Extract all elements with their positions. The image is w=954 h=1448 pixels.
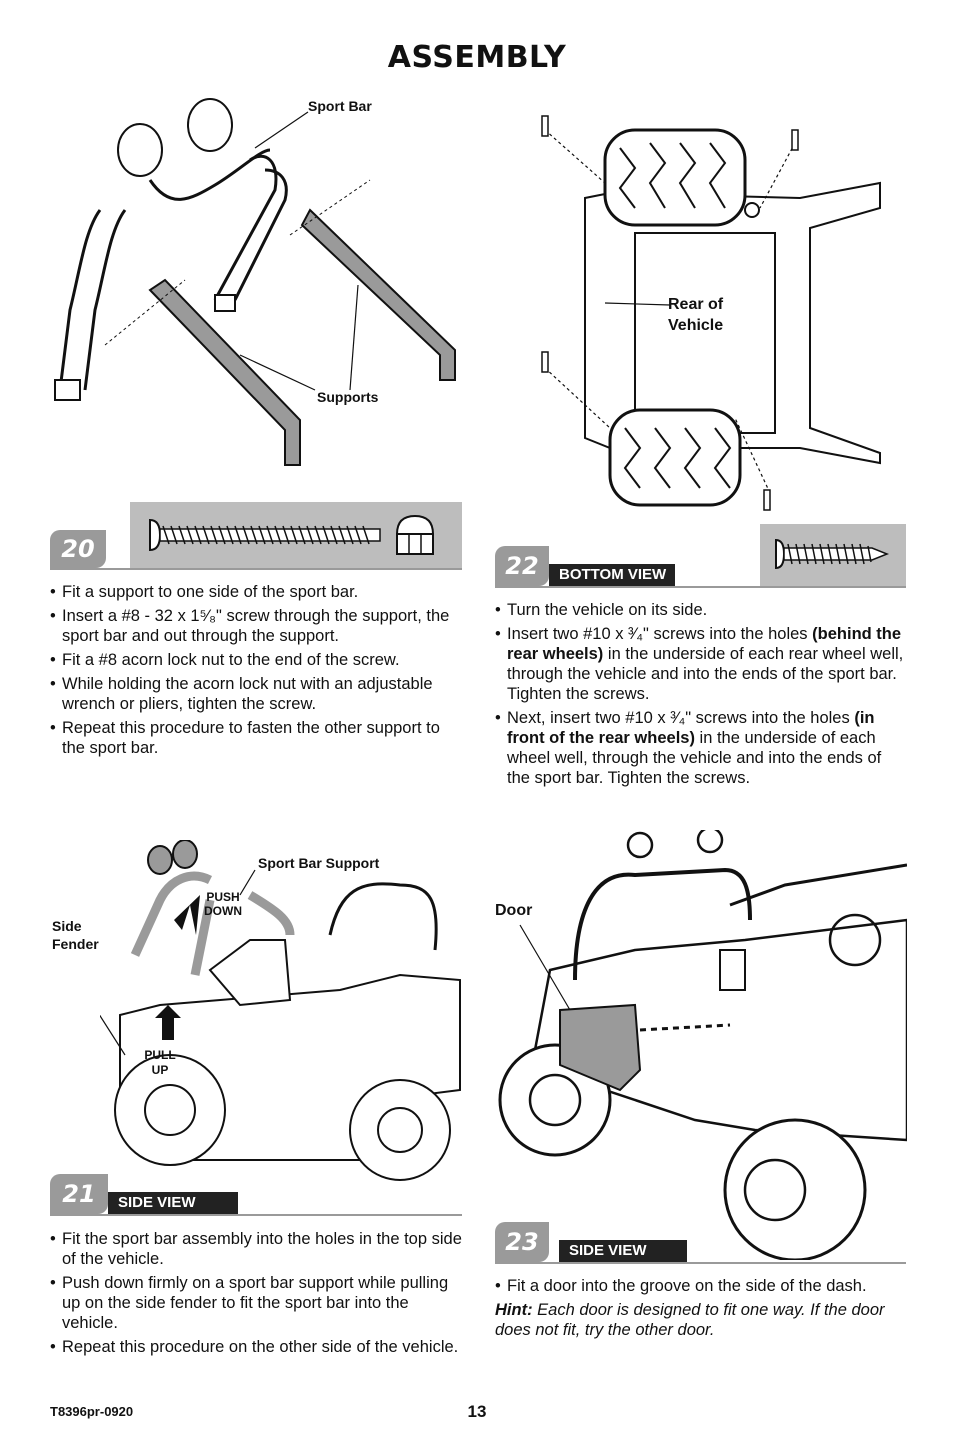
- step20-instructions: Fit a support to one side of the sport b…: [50, 582, 462, 762]
- fender-text: Fender: [52, 936, 99, 952]
- hint-text: Hint: Each door is designed to fit one w…: [495, 1300, 906, 1340]
- side-view-tag: SIDE VIEW: [108, 1192, 238, 1214]
- side-view-fit-illustration: [100, 840, 461, 1181]
- step21-instructions: Fit the sport bar assembly into the hole…: [50, 1229, 462, 1361]
- step-divider: [495, 586, 906, 588]
- screw-icon: [775, 538, 890, 570]
- step-number-20: 20: [50, 530, 106, 568]
- hint-label: Hint:: [495, 1301, 533, 1319]
- up-text: UP: [151, 1063, 169, 1077]
- list-item: Next, insert two #10 x ³⁄₄" screws into …: [495, 708, 906, 788]
- list-item: Insert a #8 - 32 x 1⁵⁄₈" screw through t…: [50, 606, 462, 646]
- supports-label: Supports: [317, 389, 379, 405]
- bullet-bold: (in front of the rear wheels): [507, 709, 875, 747]
- page-title: ASSEMBLY: [387, 40, 567, 75]
- bullet-text: Insert two #10 x ³⁄₄" screws into the ho…: [507, 625, 813, 643]
- bullet-bold: (behind the rear wheels): [507, 625, 902, 663]
- step-divider: [495, 1262, 906, 1264]
- sport-bar-illustration: [54, 98, 456, 466]
- list-item: Fit the sport bar assembly into the hole…: [50, 1229, 462, 1269]
- sport-bar-support-label: Sport Bar Support: [258, 855, 380, 871]
- bullet-text: in the underside of each rear wheel well…: [507, 645, 904, 703]
- list-item: Insert two #10 x ³⁄₄" screws into the ho…: [495, 624, 906, 704]
- list-item: Turn the vehicle on its side.: [495, 600, 906, 620]
- push-text: PUSH: [206, 890, 240, 904]
- door-label: Door: [495, 902, 533, 919]
- list-item: Fit a door into the groove on the side o…: [495, 1276, 906, 1296]
- step-number-22: 22: [495, 546, 549, 586]
- side-view-tag: SIDE VIEW: [559, 1240, 687, 1262]
- bottom-view-illustration: [541, 115, 881, 511]
- footer-code: T8396pr-0920: [50, 1404, 134, 1419]
- step22-instructions: Turn the vehicle on its side. Insert two…: [495, 600, 906, 792]
- list-item: Fit a support to one side of the sport b…: [50, 582, 462, 602]
- hint-body: Each door is designed to fit one way. If…: [495, 1301, 885, 1339]
- step-divider: [50, 568, 462, 570]
- screw-icon: [149, 518, 381, 552]
- rear-of-label: Rear of: [668, 296, 724, 313]
- step23-instructions: Fit a door into the groove on the side o…: [495, 1276, 906, 1300]
- list-item: Fit a #8 acorn lock nut to the end of th…: [50, 650, 462, 670]
- step-divider: [50, 1214, 462, 1216]
- step-number-21: 21: [50, 1174, 108, 1214]
- list-item: Push down firmly on a sport bar support …: [50, 1273, 462, 1333]
- bullet-text: Next, insert two #10 x ³⁄₄" screws into …: [507, 709, 855, 727]
- bullet-text: in the underside of each wheel well, thr…: [507, 729, 882, 787]
- side-text: Side: [52, 918, 82, 934]
- list-item: While holding the acorn lock nut with an…: [50, 674, 462, 714]
- page-number: 13: [467, 1402, 487, 1421]
- door-fit-illustration: [498, 830, 907, 1260]
- step-number-23: 23: [495, 1222, 549, 1262]
- list-item: Repeat this procedure on the other side …: [50, 1337, 462, 1357]
- acorn-nut-icon: [395, 514, 435, 555]
- list-item: Repeat this procedure to fasten the othe…: [50, 718, 462, 758]
- down-text: DOWN: [204, 904, 242, 918]
- bottom-view-tag: BOTTOM VIEW: [549, 564, 675, 586]
- sport-bar-label: Sport Bar: [308, 98, 372, 114]
- vehicle-label: Vehicle: [668, 317, 724, 334]
- pull-text: PULL: [144, 1048, 176, 1062]
